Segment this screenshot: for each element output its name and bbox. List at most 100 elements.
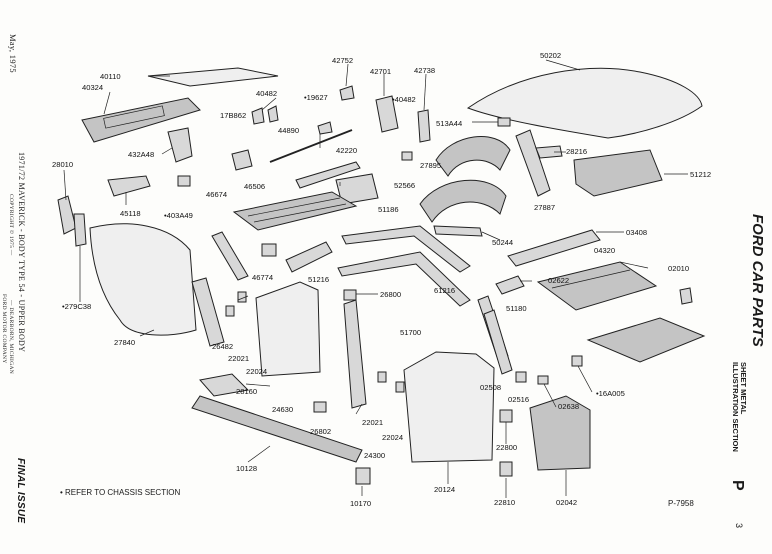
label-10170: 10170 bbox=[350, 499, 372, 508]
label-50244: 50244 bbox=[492, 238, 514, 247]
label-19627: •19627 bbox=[304, 93, 328, 102]
chassis-footnote: • REFER TO CHASSIS SECTION bbox=[60, 488, 181, 497]
label-46674: 46674 bbox=[206, 190, 228, 199]
part-28010 bbox=[57, 195, 77, 235]
part-403A49 bbox=[177, 175, 191, 187]
label-45118: 45118 bbox=[120, 209, 141, 218]
part-26800 bbox=[343, 289, 357, 301]
label-17B862: 17B862 bbox=[220, 111, 247, 120]
label-27840: 27840 bbox=[114, 338, 136, 347]
part-40482a bbox=[251, 107, 265, 125]
part-51700 bbox=[341, 225, 471, 273]
part-28216 bbox=[535, 145, 563, 159]
label-02516: 02516 bbox=[508, 395, 530, 404]
label-02042: 02042 bbox=[556, 498, 578, 507]
part-20124 bbox=[403, 351, 495, 463]
label-403A49: •403A49 bbox=[164, 211, 193, 220]
label-40482: 40482 bbox=[256, 89, 278, 98]
label-432A48: 432A48 bbox=[128, 150, 155, 159]
part-26802 bbox=[313, 401, 327, 413]
part-26482 bbox=[191, 277, 225, 347]
part-02638 bbox=[537, 375, 549, 385]
part-40482b bbox=[401, 151, 413, 161]
part-42752 bbox=[339, 85, 355, 101]
label-26800: 26800 bbox=[380, 290, 402, 299]
part-10128 bbox=[191, 395, 363, 463]
label-24630: 24630 bbox=[272, 405, 294, 414]
label-51700: 51700 bbox=[400, 328, 422, 337]
label-22024: 22024 bbox=[246, 367, 268, 376]
part-50244 bbox=[433, 225, 483, 237]
part-45118 bbox=[107, 175, 151, 197]
label-51180: 51180 bbox=[506, 304, 527, 313]
part-10170 bbox=[355, 467, 371, 485]
label-22021: 22021 bbox=[228, 354, 250, 363]
part-22800 bbox=[499, 409, 513, 423]
part-02516 bbox=[515, 371, 527, 383]
label-02508: 02508 bbox=[480, 383, 502, 392]
part-44890 bbox=[269, 129, 353, 163]
part-02622 bbox=[495, 275, 525, 295]
label-40482-alt: •40482 bbox=[392, 95, 416, 104]
part-432A48 bbox=[167, 127, 193, 163]
label-42738: 42738 bbox=[414, 66, 436, 75]
part-40482a-2 bbox=[267, 105, 279, 123]
label-03408: 03408 bbox=[626, 228, 648, 237]
label-22021-front: 22021 bbox=[362, 418, 384, 427]
label-42701: 42701 bbox=[370, 67, 392, 76]
part-16A005 bbox=[571, 355, 583, 367]
label-24300: 24300 bbox=[364, 451, 386, 460]
part-42220 bbox=[295, 161, 361, 189]
label-26482: 26482 bbox=[212, 342, 234, 351]
label-44890: 44890 bbox=[278, 126, 300, 135]
part-42701 bbox=[375, 95, 399, 133]
part-b-pillar bbox=[343, 299, 367, 409]
part-28160 bbox=[199, 373, 250, 397]
label-46506: 46506 bbox=[244, 182, 266, 191]
label-42220: 42220 bbox=[336, 146, 358, 155]
label-28010: 28010 bbox=[52, 160, 74, 169]
label-27895: 27895 bbox=[420, 161, 442, 170]
label-279C38: •279C38 bbox=[62, 302, 92, 311]
part-02042 bbox=[529, 395, 591, 471]
label-51186: 51186 bbox=[378, 205, 399, 214]
part-46674 bbox=[211, 231, 249, 281]
label-16A005: •16A005 bbox=[596, 389, 625, 398]
part-22021a bbox=[225, 305, 235, 317]
label-50202: 50202 bbox=[540, 51, 562, 60]
label-61216: 61216 bbox=[434, 286, 456, 295]
label-10128: 10128 bbox=[236, 464, 258, 473]
part-04320 bbox=[536, 261, 658, 311]
part-22021b bbox=[377, 371, 387, 383]
part-02508 bbox=[483, 309, 513, 375]
part-42738 bbox=[417, 109, 431, 143]
leader-lines bbox=[63, 59, 688, 498]
label-02622: 02622 bbox=[548, 276, 570, 285]
part-513A44 bbox=[497, 117, 511, 127]
part-22810 bbox=[499, 461, 513, 477]
part-51212 bbox=[573, 149, 663, 197]
label-46774: 46774 bbox=[252, 273, 274, 282]
label-28160: 28160 bbox=[236, 387, 258, 396]
part-61216 bbox=[337, 251, 471, 307]
part-dash-panel bbox=[586, 317, 706, 363]
part-279C38 bbox=[73, 213, 87, 247]
label-04320: 04320 bbox=[594, 246, 616, 255]
label-40324: 40324 bbox=[82, 83, 104, 92]
figure-number: P-7958 bbox=[668, 499, 694, 508]
part-17B862 bbox=[231, 149, 253, 171]
part-19627 bbox=[317, 121, 333, 135]
label-22800: 22800 bbox=[496, 443, 518, 452]
label-02010: 02010 bbox=[668, 264, 690, 273]
part-52566 bbox=[335, 173, 379, 205]
label-42752: 42752 bbox=[332, 56, 354, 65]
label-22024-front: 22024 bbox=[382, 433, 404, 442]
label-28216: 28216 bbox=[566, 147, 588, 156]
label-02638: 02638 bbox=[558, 402, 580, 411]
part-46774 bbox=[261, 243, 277, 257]
label-513A44: 513A44 bbox=[436, 119, 463, 128]
label-20124: 20124 bbox=[434, 485, 456, 494]
part-02010 bbox=[679, 287, 693, 305]
